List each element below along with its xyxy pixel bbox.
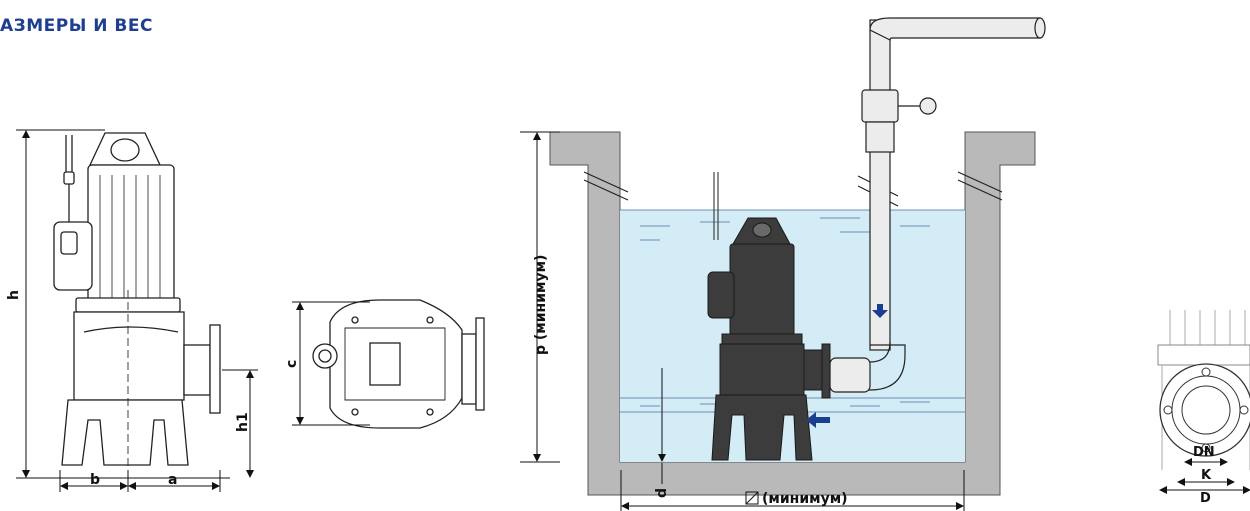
square-symbol	[745, 491, 759, 505]
discharge-pipe	[829, 17, 1046, 393]
dim-b-label: b	[90, 472, 100, 488]
installation-view	[549, 17, 1046, 496]
dim-h-label: h	[6, 290, 22, 300]
pump-side-view	[53, 132, 221, 466]
dim-c-label: c	[284, 360, 300, 368]
flange-detail	[1157, 310, 1250, 470]
pump-installed	[707, 172, 831, 461]
section-title: АЗМЕРЫ И ВЕС	[0, 16, 153, 36]
dim-a-label: a	[168, 472, 177, 488]
flow-arrow-up	[872, 304, 888, 318]
dim-d-label: d	[654, 488, 670, 498]
dim-square-label: (минимум)	[762, 491, 848, 507]
pump-top-view	[312, 299, 485, 429]
side-view-dimensions	[16, 129, 258, 492]
top-view-dimensions	[292, 301, 370, 426]
installation-dimensions	[520, 131, 965, 511]
dim-p-label: p (минимум)	[533, 255, 549, 355]
flange-dimensions	[1159, 458, 1250, 494]
dim-D-label: D	[1200, 491, 1211, 506]
dim-dn-label: DN	[1193, 445, 1215, 460]
dim-k-label: K	[1201, 468, 1212, 483]
flow-arrow-in	[806, 412, 830, 428]
dim-h1-label: h1	[235, 412, 251, 432]
